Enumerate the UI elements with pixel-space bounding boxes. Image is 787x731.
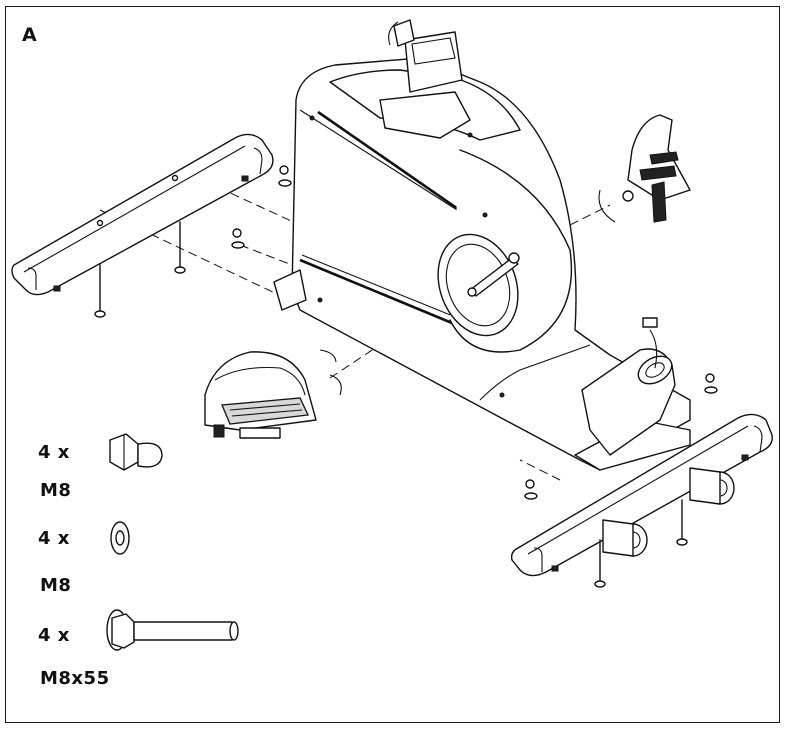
front-nuts xyxy=(231,165,292,249)
part-bolt-spec: M8x55 xyxy=(40,668,110,689)
rear-post xyxy=(581,317,676,456)
front-stabilizer xyxy=(11,133,274,296)
part-acorn-nut-spec: M8 xyxy=(40,480,72,501)
front-bolts xyxy=(94,221,186,318)
rear-stabilizer xyxy=(510,413,773,577)
crank-hub xyxy=(437,233,520,337)
part-washer-quantity: 4 x xyxy=(38,528,70,549)
part-acorn-nut-quantity: 4 x xyxy=(38,442,70,463)
acorn-nut-icon xyxy=(109,433,163,471)
rear-bolts xyxy=(524,373,718,588)
handle-post xyxy=(388,19,463,93)
right-pedal xyxy=(598,114,691,223)
left-pedal xyxy=(204,349,342,439)
part-washer-spec: M8 xyxy=(40,575,72,596)
bolt-icon xyxy=(106,609,239,651)
step-label: A xyxy=(22,24,37,46)
washer-icon xyxy=(110,521,130,555)
part-bolt-quantity: 4 x xyxy=(38,625,70,646)
diagram-frame xyxy=(5,6,780,723)
